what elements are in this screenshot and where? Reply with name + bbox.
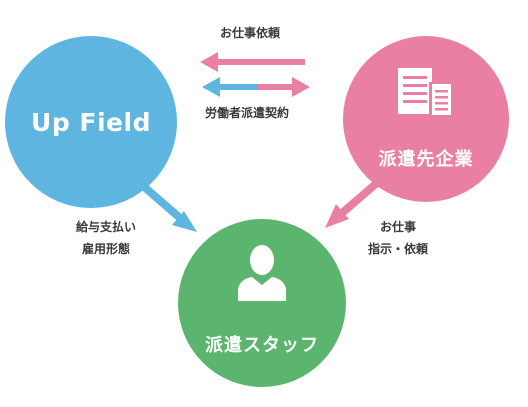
upfield-node: Up Field	[5, 36, 177, 208]
request-arrow	[200, 52, 305, 72]
client-company-node: 派遣先企業	[343, 36, 509, 202]
person-icon	[238, 245, 286, 301]
salary-label-line2: 雇用形態	[81, 242, 130, 256]
instruction-label: お仕事 指示・依頼	[358, 219, 438, 257]
salary-label-line1: 給与支払い	[75, 220, 136, 234]
staff-node: 派遣スタッフ	[178, 219, 346, 387]
staff-title: 派遣スタッフ	[205, 335, 319, 356]
instruction-arrow	[325, 178, 381, 228]
salary-label: 給与支払い 雇用形態	[70, 219, 142, 257]
instruction-label-line1: お仕事	[379, 220, 416, 234]
request-label: お仕事依頼	[220, 26, 281, 40]
contract-arrow-left	[202, 77, 258, 97]
salary-arrow	[139, 181, 197, 232]
contract-label: 労働者派遣契約	[205, 106, 290, 120]
contract-arrow-right	[258, 77, 310, 97]
client-company-title: 派遣先企業	[378, 149, 474, 170]
instruction-label-line2: 指示・依頼	[367, 242, 428, 256]
document-icon	[398, 68, 451, 115]
upfield-title: Up Field	[31, 107, 151, 137]
